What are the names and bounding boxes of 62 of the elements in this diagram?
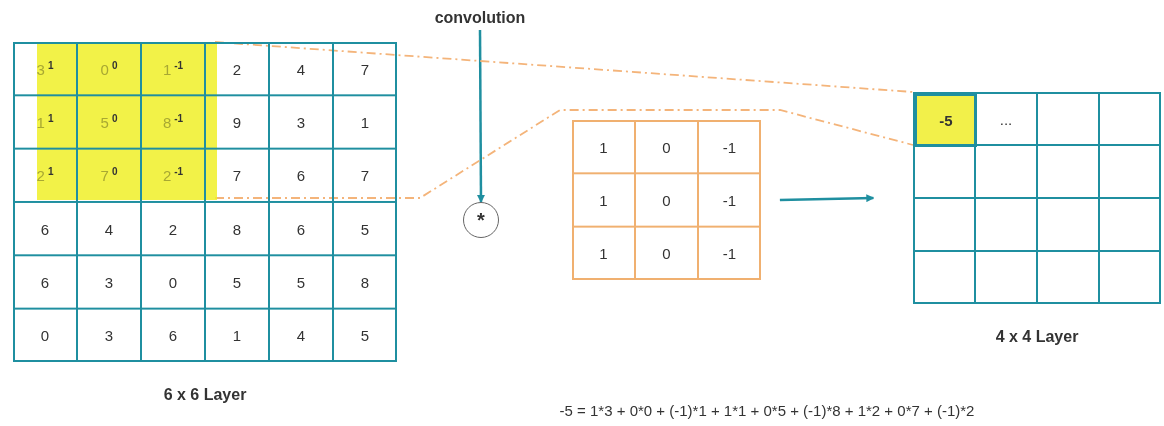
cell-value: 3 [104, 327, 114, 343]
receptive-field-highlight [37, 44, 217, 200]
input-grid [13, 42, 397, 362]
cell-value: 1 [232, 327, 242, 343]
cell-value: 0 [662, 245, 671, 261]
output-grid [913, 92, 1161, 304]
cell-value: 3 [104, 274, 114, 290]
arrow [779, 194, 875, 203]
cell-value: 8 [232, 221, 242, 237]
cell-value: 2$^{1}$ [36, 167, 54, 184]
filter-grid [572, 120, 761, 280]
cell-value: 6 [40, 221, 50, 237]
cell-value: 1 [599, 245, 608, 261]
cell-value: 7 [360, 167, 370, 183]
cell-value: 1 [599, 192, 608, 208]
cell-value: 3$^{1}$ [36, 60, 54, 77]
cell-value: 0 [662, 139, 671, 155]
cell-value: 5 [296, 274, 306, 290]
cell-value: 8$^{-1}$ [162, 114, 184, 130]
convolution-operator-symbol [463, 202, 499, 238]
cell-value: 1$^{-1}$ [162, 60, 184, 77]
cell-value: 4 [296, 61, 306, 77]
cell-value: -1 [722, 139, 737, 155]
cell-value: 6 [40, 274, 50, 290]
cell-value: 4 [296, 327, 306, 343]
cell-value: 3 [296, 114, 306, 130]
result-highlight [915, 94, 977, 147]
cell-value: 4 [104, 221, 114, 237]
cell-value: 0 [662, 192, 671, 208]
cell-value: 7$^{0}$ [100, 167, 118, 184]
cell-value: 7 [232, 167, 242, 183]
cell-value: 5 [360, 221, 370, 237]
cell-value: -1 [722, 245, 737, 261]
result-value: -5 [939, 113, 953, 128]
cell-value: 6 [168, 327, 178, 343]
cell-value: 5 [232, 274, 242, 290]
projection-line [214, 109, 914, 199]
cell-value: 2 [168, 221, 178, 237]
operation-name: convolution [434, 10, 526, 26]
cell-value: 5 [360, 327, 370, 343]
cell-value: 8 [360, 274, 370, 290]
grid-caption: 6 x 6 Layer [163, 386, 247, 404]
cell-value: 5$^{0}$ [100, 114, 118, 130]
formula-text: -5 = 1*3 + 0*0 + (-1)*1 + 1*1 + 0*5 + (-1)*8 + 1*2 + 0*7 + (-1)*2 [559, 402, 975, 418]
cell-value: 2$^{-1}$ [162, 167, 184, 184]
cell-value: 2 [232, 61, 242, 77]
cell-value: 7 [360, 61, 370, 77]
cell-value: 9 [232, 114, 242, 130]
arrow [476, 30, 485, 203]
cell-value: 6 [296, 221, 306, 237]
cell-value: 1 [360, 114, 370, 130]
cell-value: -1 [722, 192, 737, 208]
grid-caption: 4 x 4 Layer [995, 328, 1079, 346]
projection-line [214, 41, 914, 93]
cell-value: 6 [296, 167, 306, 183]
operator-symbol: * [477, 210, 485, 230]
cell-value: 1$^{1}$ [36, 114, 54, 130]
cell-value: 1 [599, 139, 608, 155]
cell-value: ... [999, 111, 1013, 126]
cell-value: 0$^{0}$ [100, 60, 118, 77]
cell-value: 0 [40, 327, 50, 343]
cell-value: 0 [168, 274, 178, 290]
